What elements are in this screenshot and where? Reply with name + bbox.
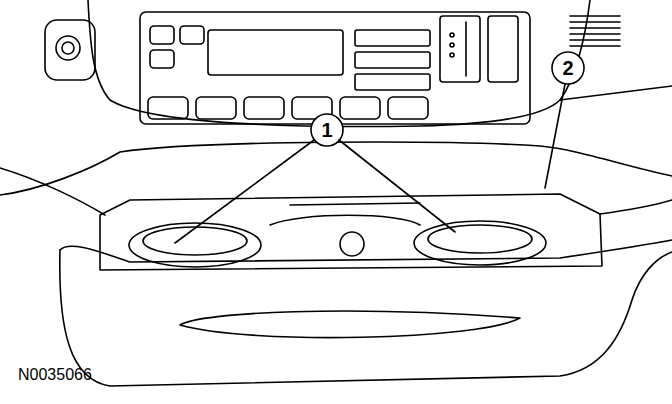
figure-code: N0035066 xyxy=(18,366,92,384)
callout-number: 1 xyxy=(311,114,343,146)
callout-number: 2 xyxy=(552,52,584,84)
